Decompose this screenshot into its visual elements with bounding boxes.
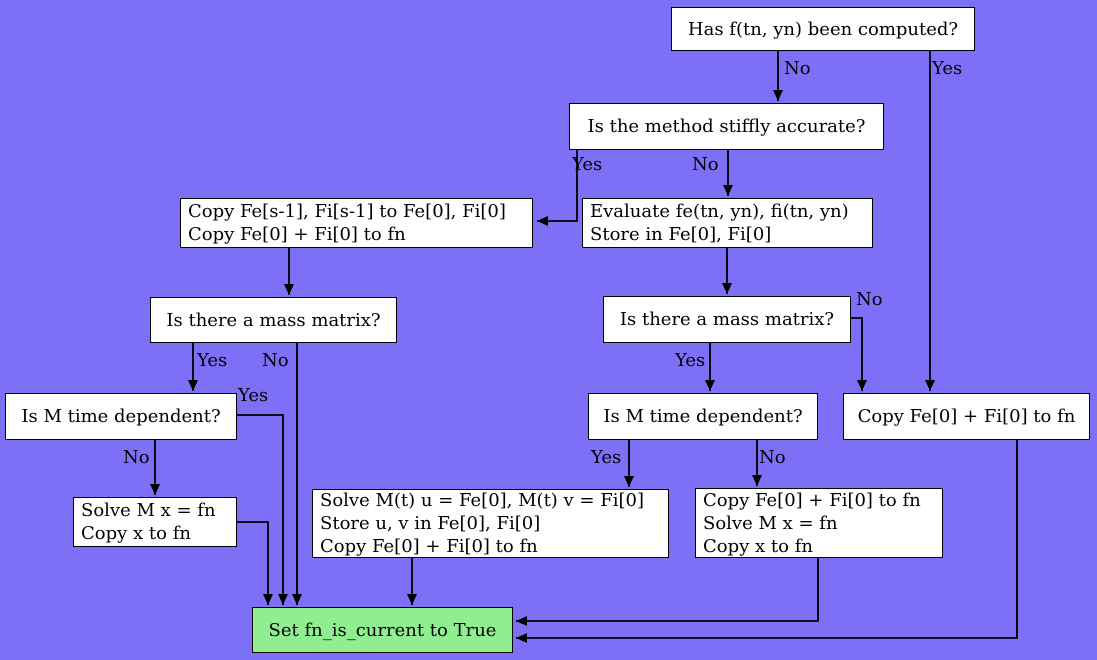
node-text: Copy x to fn	[703, 535, 813, 557]
node-m-time-dependent-left: Is M time dependent?	[5, 393, 237, 440]
node-text: Copy Fe[0] + Fi[0] to fn	[320, 536, 538, 557]
node-copy-fe-fi-to-fn: Copy Fe[0] + Fi[0] to fn	[843, 393, 1090, 440]
node-text: Solve M x = fn	[81, 500, 216, 521]
node-is-method-stiffly-accurate: Is the method stiffly accurate?	[569, 103, 884, 150]
edge-solveleft-done	[237, 521, 273, 605]
edge-label-mtimeright-yes: Yes	[591, 447, 622, 468]
node-text: Copy Fe[s-1], Fi[s-1] to Fe[0], Fi[0]	[188, 201, 506, 222]
node-has-f-been-computed: Has f(tn, yn) been computed?	[671, 7, 975, 51]
node-text: Store in Fe[0], Fi[0]	[590, 224, 772, 245]
edge-label-massright-no: No	[856, 289, 883, 310]
node-text: Copy Fe[0] + Fi[0] to fn	[703, 489, 921, 511]
edge-label-stiffly-yes: Yes	[572, 154, 603, 175]
edge-label-has-computed-yes: Yes	[932, 58, 963, 79]
node-text: Is M time dependent?	[21, 406, 221, 427]
edge-label-stiffly-no: No	[692, 154, 719, 175]
node-text: Solve M(t) u = Fe[0], M(t) v = Fi[0]	[320, 490, 644, 511]
node-text: Solve M x = fn	[703, 512, 838, 534]
node-text: Set fn_is_current to True	[268, 619, 497, 641]
node-solve-mx-fn: Solve M x = fn Copy x to fn	[73, 497, 237, 547]
node-text: Is M time dependent?	[603, 406, 803, 427]
node-text: Is the method stiffly accurate?	[587, 116, 866, 137]
edge-stiffly-yes	[537, 150, 578, 226]
edge-label-has-computed-no: No	[784, 58, 811, 79]
node-text: Copy x to fn	[81, 523, 191, 544]
edge-label-massleft-yes: Yes	[197, 350, 228, 371]
node-mass-matrix-left: Is there a mass matrix?	[150, 297, 397, 343]
edge-label-massright-yes: Yes	[675, 350, 706, 371]
node-mass-matrix-right: Is there a mass matrix?	[603, 296, 851, 343]
node-text: Is there a mass matrix?	[619, 309, 835, 330]
node-evaluate-fe-fi: Evaluate fe(tn, yn), fi(tn, yn) Store in…	[582, 198, 873, 248]
edge-label-mtimeright-no: No	[759, 447, 786, 468]
node-solve-mt-uv: Solve M(t) u = Fe[0], M(t) v = Fi[0] Sto…	[312, 489, 669, 558]
edge-mtimeleft-yes	[237, 414, 288, 605]
node-text: Has f(tn, yn) been computed?	[687, 18, 959, 40]
edge-copyright-done	[516, 440, 1018, 643]
edge-label-mtimeleft-no: No	[123, 447, 150, 468]
node-copy-then-solve: Copy Fe[0] + Fi[0] to fn Solve M x = fn …	[695, 488, 943, 558]
edge-copysolveright-done	[516, 558, 819, 626]
node-m-time-dependent-right: Is M time dependent?	[588, 393, 818, 440]
node-text: Store u, v in Fe[0], Fi[0]	[320, 513, 541, 534]
node-text: Evaluate fe(tn, yn), fi(tn, yn)	[590, 201, 849, 222]
node-text: Copy Fe[0] + Fi[0] to fn	[857, 406, 1076, 427]
edge-massright-no	[851, 317, 867, 391]
node-text: Is there a mass matrix?	[166, 309, 381, 331]
node-set-fn-is-current: Set fn_is_current to True	[252, 607, 513, 653]
node-copy-previous-stage: Copy Fe[s-1], Fi[s-1] to Fe[0], Fi[0] Co…	[180, 198, 533, 248]
edge-label-massleft-no: No	[262, 350, 289, 371]
node-text: Copy Fe[0] + Fi[0] to fn	[188, 224, 406, 245]
edge-label-mtimeleft-yes: Yes	[238, 385, 269, 406]
